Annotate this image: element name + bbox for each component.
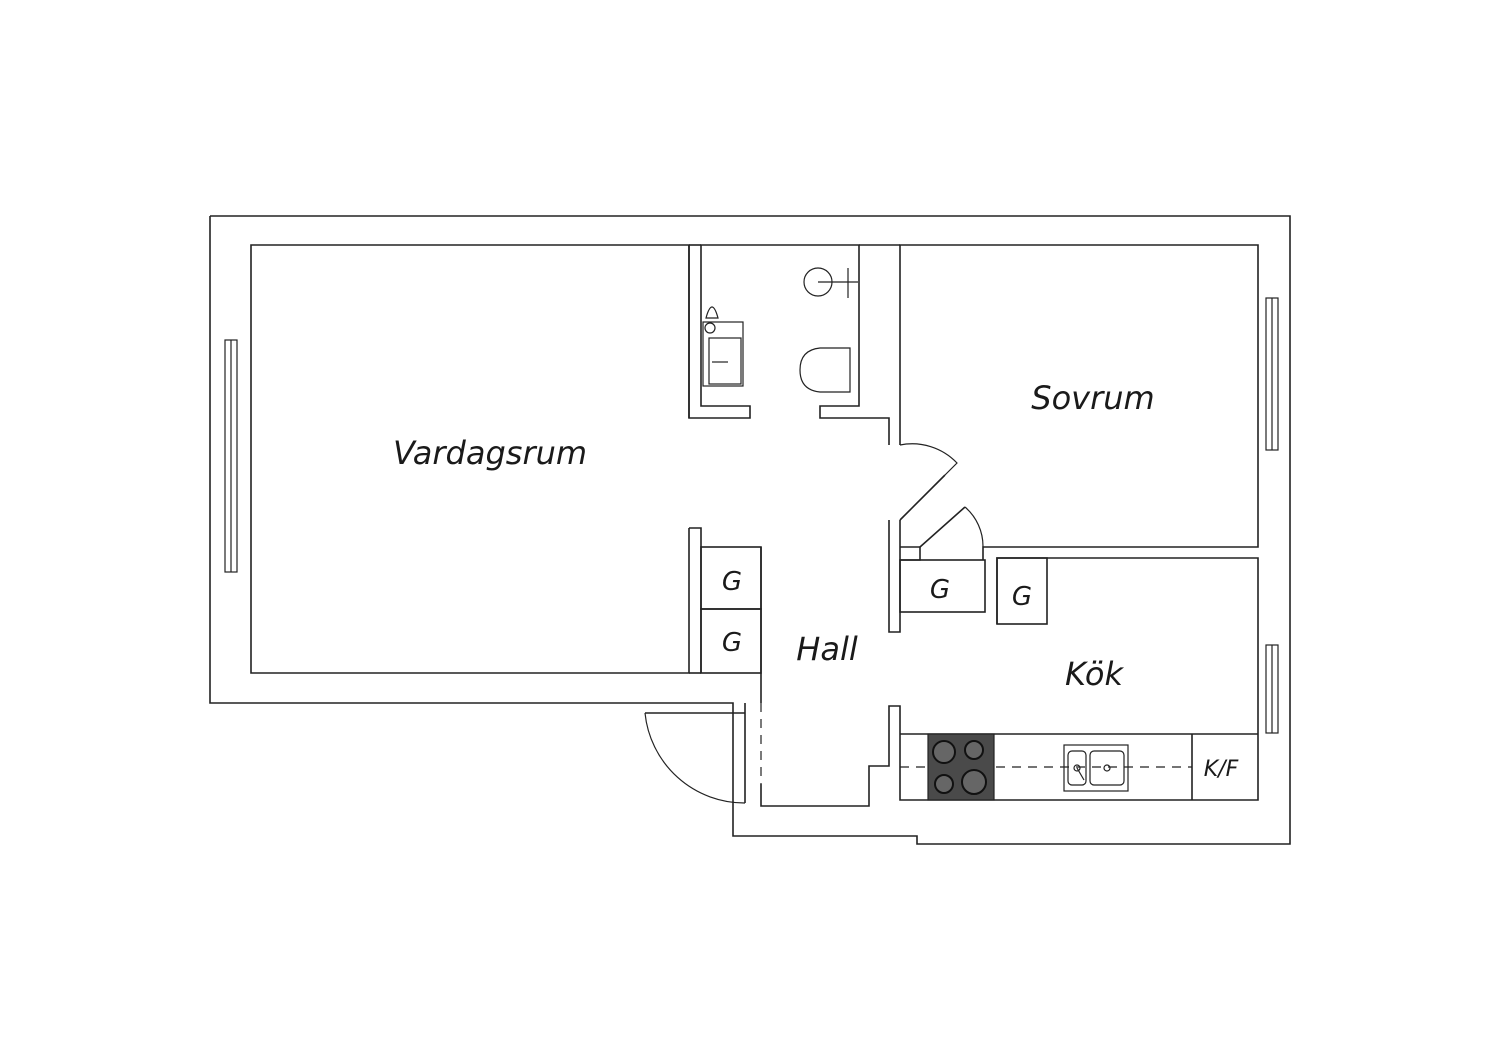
window-bedroom: [1265, 297, 1279, 451]
outer-walls: [209, 215, 1291, 845]
wardrobe-label: G: [930, 575, 950, 605]
fridge-freezer-label: K/F: [1204, 757, 1239, 782]
wardrobe-label: G: [722, 567, 742, 597]
shower-icon: [803, 267, 858, 298]
room-label-hall: Hall: [796, 630, 858, 668]
room-label-living-room: Vardagsrum: [393, 434, 587, 472]
room-label-bedroom: Sovrum: [1031, 379, 1154, 417]
wardrobe-label: G: [722, 628, 742, 658]
window-kitchen: [1265, 644, 1279, 734]
kitchen-sink-icon: [1063, 744, 1129, 792]
sink-icon: [702, 306, 744, 387]
hall-right-wardrobe: [888, 443, 986, 633]
room-label-kitchen: Kök: [1065, 655, 1124, 693]
hall-left-wardrobes: [689, 527, 762, 703]
toilet-icon: [799, 347, 851, 393]
entrance-door: [644, 703, 762, 804]
bathroom-walls: [688, 244, 900, 445]
stove-icon: [927, 733, 995, 801]
kitchen-walls: [760, 557, 1259, 807]
bedroom-walls: [899, 244, 1259, 560]
window-living-room: [224, 339, 238, 573]
wardrobe-label: G: [1012, 582, 1032, 612]
